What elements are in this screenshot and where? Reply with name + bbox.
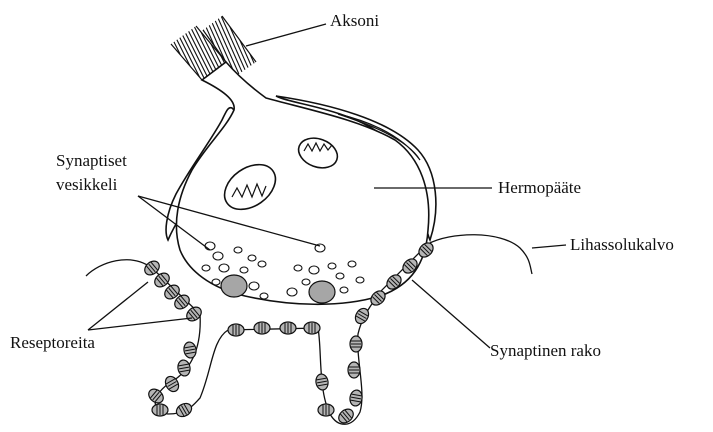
axon-stripe — [158, 10, 198, 90]
leader-aksoni — [246, 24, 326, 46]
label-vesikkeli: vesikkeli — [56, 175, 118, 194]
receptor — [174, 401, 194, 419]
axon-stripe — [162, 10, 202, 90]
label-reseptoreita: Reseptoreita — [10, 333, 95, 352]
vesicle — [212, 279, 220, 285]
axon-stripe — [270, 0, 310, 90]
axon-stripe — [154, 10, 194, 90]
axon-stripe — [250, 0, 290, 90]
leader-reseptoreita-2 — [88, 318, 192, 330]
vesicle — [219, 264, 229, 272]
vesicle — [328, 263, 336, 269]
label-synaptinen-rako: Synaptinen rako — [490, 341, 601, 360]
leader-reseptoreita-1 — [88, 282, 148, 330]
axon-stripe — [258, 0, 298, 90]
axon-stripe — [262, 0, 302, 90]
receptor — [304, 322, 320, 334]
leader-lihassolukalvo — [532, 245, 566, 248]
receptor — [184, 304, 204, 323]
receptor — [228, 324, 244, 336]
vesicle — [258, 261, 266, 267]
vesicle — [260, 293, 268, 299]
vesicle — [356, 277, 364, 283]
receptor — [183, 341, 198, 359]
vesicle — [348, 261, 356, 267]
vesicle-large-2 — [309, 281, 335, 303]
vesicle — [213, 252, 223, 260]
label-synaptiset: Synaptiset — [56, 151, 127, 170]
nerve-terminal — [176, 62, 428, 304]
axon-stripe — [266, 0, 306, 90]
label-aksoni: Aksoni — [330, 11, 379, 30]
vesicle — [309, 266, 319, 274]
vesicle — [240, 267, 248, 273]
vesicle — [294, 265, 302, 271]
vesicle — [248, 255, 256, 261]
vesicle — [202, 265, 210, 271]
vesicle — [340, 287, 348, 293]
axon-stripe — [150, 10, 190, 90]
vesicle-large-1 — [221, 275, 247, 297]
leader-synaptinen-rako — [412, 280, 490, 348]
receptor — [318, 404, 334, 416]
receptor — [315, 373, 330, 391]
vesicle — [205, 242, 215, 250]
vesicle — [287, 288, 297, 296]
vesicle — [336, 273, 344, 279]
vesicle — [302, 279, 310, 285]
receptor — [280, 322, 296, 334]
receptor — [177, 359, 192, 377]
vesicle — [234, 247, 242, 253]
vesicle — [249, 282, 259, 290]
receptor — [254, 322, 270, 334]
axon-stripe — [254, 0, 294, 90]
label-lihassolukalvo: Lihassolukalvo — [570, 235, 674, 254]
receptor — [152, 404, 168, 416]
receptor — [348, 362, 360, 378]
label-hermopaate: Hermopääte — [498, 178, 581, 197]
receptor — [350, 336, 362, 352]
